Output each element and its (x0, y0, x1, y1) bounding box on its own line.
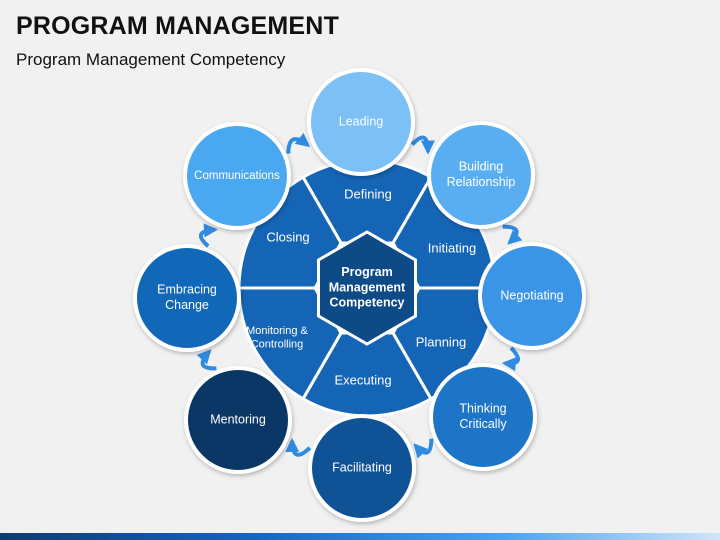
cycle-arrow-head (413, 443, 429, 459)
center-hexagon (317, 230, 417, 346)
circle-label-negotiating: Negotiating (500, 288, 563, 302)
circle-label-facilitating: Facilitating (332, 460, 392, 474)
circle-label-thinking-critically: Critically (459, 417, 507, 431)
cycle-arrows (196, 132, 523, 459)
circle-fill (187, 126, 287, 226)
circle-label-communications: Communications (194, 170, 280, 182)
segment-label-monitoring: Monitoring & (246, 325, 308, 337)
circle-fill (137, 248, 237, 348)
circle-communications: Communications (183, 122, 291, 230)
cycle-arrow-head (294, 132, 311, 148)
circle-fill (431, 125, 531, 225)
center-label: Competency (329, 296, 404, 310)
center-label: Management (329, 280, 406, 294)
circle-label-embracing-change: Embracing (157, 283, 217, 297)
circle-label-thinking-critically: Thinking (459, 402, 506, 416)
circle-facilitating: Facilitating (308, 414, 416, 522)
circle-label-building-relationship: Relationship (447, 175, 516, 189)
cycle-arrow-head (420, 140, 435, 155)
cycle-arrow-head (196, 349, 212, 365)
segment-label-executing: Executing (334, 372, 391, 387)
cycle-arrow-head (285, 437, 300, 453)
circle-leading: Leading (307, 68, 415, 176)
circle-label-building-relationship: Building (459, 160, 504, 174)
center-label: Program (341, 265, 392, 279)
circle-label-leading: Leading (339, 114, 384, 128)
bottom-accent-bar (0, 533, 720, 540)
cycle-arrow-head (203, 223, 218, 238)
cycle-arrow-head (507, 229, 523, 245)
page-title: PROGRAM MANAGEMENT (16, 12, 340, 40)
circle-label-mentoring: Mentoring (210, 412, 266, 426)
competency-circles: LeadingBuildingRelationshipNegotiatingTh… (133, 68, 586, 522)
segment-label-planning: Planning (416, 334, 467, 349)
page-subtitle: Program Management Competency (16, 50, 286, 69)
segment-label-monitoring: Controlling (251, 339, 304, 351)
circle-mentoring: Mentoring (184, 366, 292, 474)
circle-fill (482, 246, 582, 346)
circle-fill (433, 367, 533, 467)
circle-fill (311, 72, 411, 172)
circle-fill (188, 370, 288, 470)
segment-label-initiating: Initiating (428, 240, 476, 255)
segment-label-defining: Defining (344, 186, 392, 201)
circle-label-embracing-change: Change (165, 298, 209, 312)
circle-negotiating: Negotiating (478, 242, 586, 350)
segment-label-closing: Closing (266, 229, 309, 244)
cycle-arrow-head (501, 357, 517, 372)
circle-fill (312, 418, 412, 518)
